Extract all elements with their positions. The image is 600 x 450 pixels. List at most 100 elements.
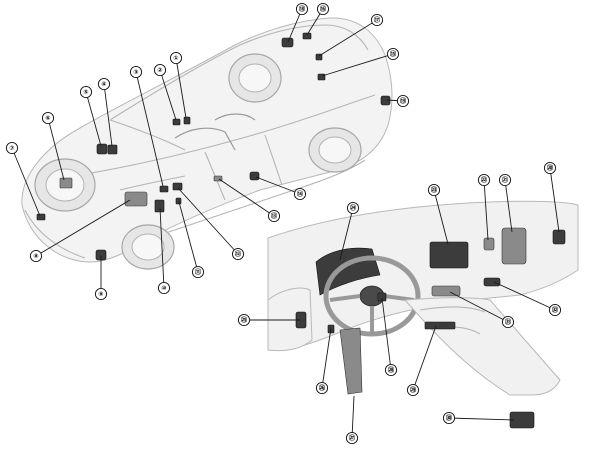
- callout-circle-25: [237, 313, 251, 327]
- dashboard-phantom-illustration: [267, 200, 579, 429]
- callout-label-31: ㉛: [505, 318, 512, 326]
- leader-line-3: [135, 71, 164, 187]
- callout-circle-22: [477, 173, 491, 187]
- callout-label-7: ⑦: [9, 145, 14, 152]
- callout-label-11: ⑪: [195, 268, 202, 276]
- component-8-module: [124, 191, 148, 207]
- callout-label-15: ⑮: [390, 50, 397, 58]
- vehicle-door-line-rear: [264, 134, 283, 186]
- leader-line-7: [11, 147, 41, 217]
- vehicle-seats: [174, 113, 256, 151]
- leader-line-6: [47, 117, 65, 181]
- callout-label-12: ⑫: [235, 250, 242, 258]
- component-2-module: [172, 118, 181, 126]
- leader-line-8: [35, 199, 131, 257]
- callout-circle-28: [384, 363, 398, 377]
- callout-label-13: ⑬: [271, 212, 278, 220]
- leader-line-11: [178, 201, 199, 273]
- leader-line-5: [85, 91, 102, 147]
- callout-circle-16: [316, 2, 330, 16]
- leader-line-15: [321, 53, 394, 77]
- front-right-wheel: [121, 224, 175, 270]
- leader-line-21: [504, 179, 513, 233]
- callout-label-8: ⑧: [33, 253, 38, 260]
- callout-label-25: ㉕: [241, 316, 248, 324]
- vehicle-dashboard-hint: [119, 175, 186, 191]
- leader-line-4: [103, 83, 113, 147]
- leader-line-24: [339, 207, 354, 261]
- callout-label-24: ㉔: [350, 204, 357, 212]
- callout-circle-12: [231, 247, 245, 261]
- callout-circle-14: [293, 187, 307, 201]
- callout-circle-32: [548, 303, 562, 317]
- callout-circle-10: [157, 281, 171, 295]
- callout-circle-11: [191, 265, 205, 279]
- callout-circle-5: [79, 85, 93, 99]
- component-32-module: [483, 277, 501, 287]
- callout-circle-27: [345, 431, 359, 445]
- callout-circle-4: [97, 77, 111, 91]
- instrument-panel-body: [267, 200, 579, 351]
- component-5-module: [96, 143, 108, 155]
- steering-column-cover: [339, 327, 363, 395]
- component-21-module: [501, 227, 527, 265]
- component-1-module: [183, 116, 191, 125]
- callout-circle-7: [5, 141, 19, 155]
- callout-label-14: ⑭: [297, 190, 304, 198]
- callout-label-22: ㉒: [481, 176, 488, 184]
- leader-line-30: [448, 417, 515, 421]
- leader-line-2: [159, 69, 177, 121]
- callout-circle-17: [370, 13, 384, 27]
- component-22-module: [483, 237, 495, 251]
- leader-line-29: [412, 325, 437, 391]
- vehicle-phantom-illustration: [21, 17, 393, 270]
- component-6-module: [59, 177, 73, 189]
- component-11-module: [175, 197, 182, 205]
- callout-label-26: ㉖: [319, 384, 326, 392]
- callout-label-16: ⑯: [320, 5, 327, 13]
- callout-circle-20: [543, 161, 557, 175]
- leader-line-28: [381, 297, 392, 371]
- callout-label-23: ㉓: [431, 186, 438, 194]
- callout-circle-3: [129, 65, 143, 79]
- leader-line-26: [321, 327, 332, 389]
- vehicle-roofline: [109, 24, 369, 121]
- callout-label-9: ⑨: [98, 291, 103, 298]
- leader-line-14: [255, 176, 301, 195]
- component-14-module: [249, 171, 260, 181]
- leader-line-27: [351, 395, 355, 439]
- callout-label-5: ⑤: [83, 89, 88, 96]
- callout-label-30: ㉚: [446, 414, 453, 422]
- callout-label-2: ②: [157, 67, 162, 74]
- leader-line-23: [433, 189, 449, 245]
- leader-line-20: [549, 167, 560, 233]
- leader-line-10: [159, 207, 165, 289]
- leader-line-22: [483, 179, 489, 241]
- callout-circle-8: [29, 249, 43, 263]
- vehicle-beltline: [79, 94, 376, 176]
- rear-right-wheel: [308, 127, 362, 173]
- callout-label-4: ④: [101, 81, 106, 88]
- callout-label-1: ①: [173, 55, 178, 62]
- leader-line-1: [175, 57, 187, 119]
- center-display: [429, 241, 469, 269]
- callout-label-20: ⑳: [547, 164, 554, 172]
- component-4-module: [107, 144, 118, 155]
- callout-label-29: ㉙: [410, 386, 417, 394]
- callout-label-27: ㉗: [349, 434, 356, 442]
- leader-line-13: [218, 178, 275, 217]
- component-29-module: [424, 321, 456, 330]
- callout-circle-18: [295, 2, 309, 16]
- callout-circle-23: [427, 183, 441, 197]
- leader-line-32: [493, 281, 556, 311]
- callout-circle-6: [41, 111, 55, 125]
- callout-circle-21: [498, 173, 512, 187]
- callout-circle-9: [94, 287, 108, 301]
- rear-left-wheel: [228, 53, 282, 103]
- component-20-module: [552, 229, 566, 245]
- left-kick-panel: [267, 287, 313, 352]
- callout-circle-19: [396, 94, 410, 108]
